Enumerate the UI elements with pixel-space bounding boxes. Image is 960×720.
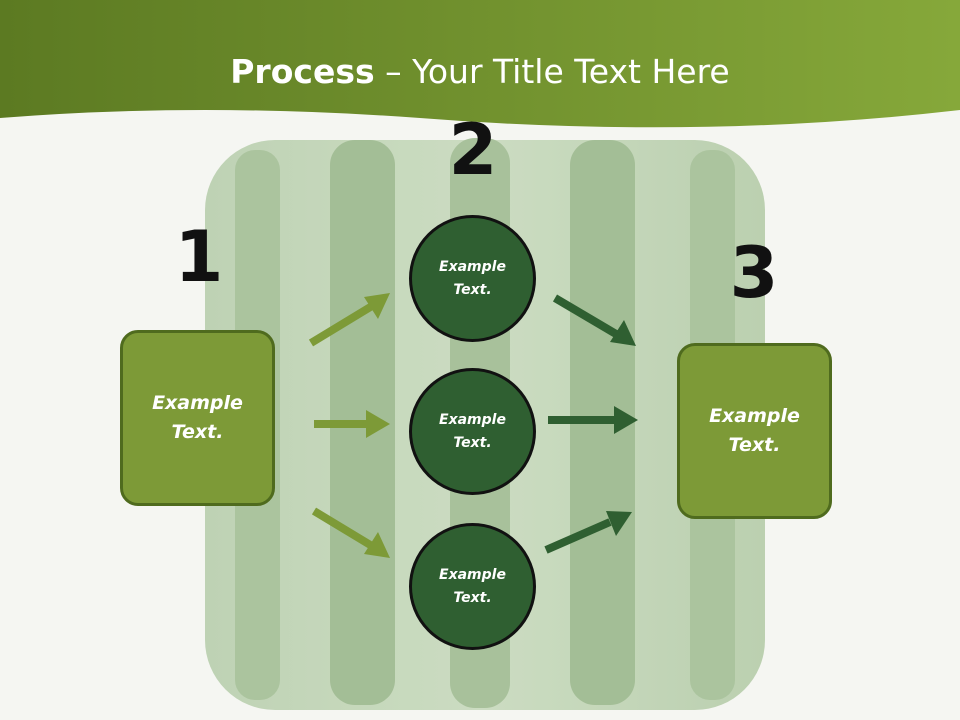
header-band bbox=[0, 0, 960, 128]
arrow-middle-to-right bbox=[548, 406, 638, 434]
arrow-left-to-middle bbox=[314, 410, 390, 438]
circle-bottom-text: Example Text. bbox=[439, 566, 506, 606]
right-box: Example Text. bbox=[677, 343, 832, 519]
step-number-2: 2 bbox=[448, 109, 498, 191]
circle-bottom: Example Text. bbox=[409, 523, 536, 650]
right-box-text: Example Text. bbox=[709, 405, 800, 456]
arrow-bottom-to-right bbox=[544, 511, 632, 554]
title-bold: Process bbox=[230, 52, 375, 91]
circle-top: Example Text. bbox=[409, 215, 536, 342]
step-number-3: 3 bbox=[729, 232, 779, 314]
left-box: Example Text. bbox=[120, 330, 275, 506]
circle-middle: Example Text. bbox=[409, 368, 536, 495]
left-box-text: Example Text. bbox=[152, 392, 243, 443]
title-rest: – Your Title Text Here bbox=[374, 52, 730, 91]
arrow-left-to-top bbox=[308, 293, 390, 347]
circle-top-text: Example Text. bbox=[439, 258, 506, 298]
slide-title: Process – Your Title Text Here bbox=[0, 52, 960, 91]
arrow-left-to-bottom bbox=[311, 507, 390, 558]
circle-middle-text: Example Text. bbox=[439, 411, 506, 451]
arrow-top-to-right bbox=[552, 294, 636, 346]
step-number-1: 1 bbox=[174, 216, 224, 298]
